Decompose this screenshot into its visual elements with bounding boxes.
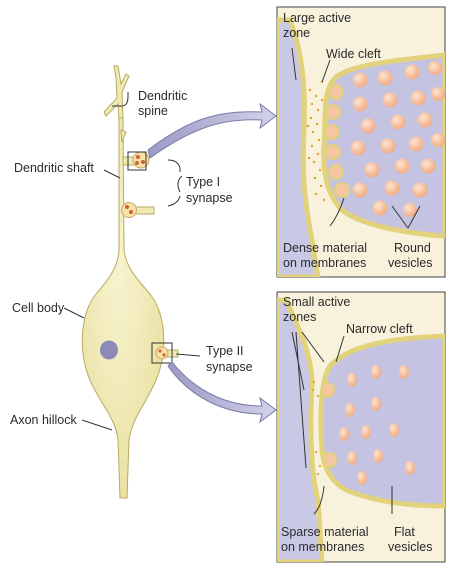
label-large-active-zone: Large active zone (283, 11, 355, 40)
type1-spine-boxed (122, 151, 150, 171)
label-round-vesicles: Round vesicles (388, 241, 434, 270)
label-sparse-material: Sparse material on membranes (281, 525, 372, 554)
presynaptic-terminal-2 (318, 333, 445, 509)
arrow-to-type2-panel (167, 361, 277, 424)
label-wide-cleft: Wide cleft (326, 47, 381, 61)
dendrite-branches (103, 65, 130, 121)
type2-synapse-panel (276, 291, 446, 563)
round-vesicles (350, 61, 445, 217)
panel2-callouts (291, 331, 393, 515)
label-dendritic-shaft: Dendritic shaft (14, 161, 94, 175)
flat-vesicles (339, 365, 415, 485)
type1-spine (121, 202, 155, 218)
neuron (81, 65, 179, 499)
label-narrow-cleft: Narrow cleft (346, 322, 413, 336)
label-dense-material: Dense material on membranes (283, 241, 371, 270)
postsynaptic-membrane-1 (277, 17, 321, 277)
docked-vesicles-1 (324, 84, 350, 198)
neuron-callouts (63, 92, 201, 431)
label-axon-hillock: Axon hillock (10, 413, 77, 427)
label-small-active-zones: Small active zones (283, 295, 354, 324)
neuron-body (81, 117, 165, 499)
label-dendritic-spine: Dendritic spine (138, 89, 191, 118)
label-flat-vesicles: Flat vesicles (388, 525, 432, 554)
dense-material-dots (306, 80, 326, 202)
panel1-callouts (291, 47, 421, 229)
label-type2-synapse: Type II synapse (206, 344, 253, 374)
sparse-material-dots (311, 380, 322, 476)
side-dendrite (120, 129, 127, 143)
type1-synapse-panel (276, 6, 446, 278)
label-cell-body: Cell body (12, 301, 65, 315)
label-type1-synapse: Type I synapse (186, 175, 233, 205)
docked-vesicles-2 (321, 382, 337, 468)
nucleus (100, 340, 118, 360)
type2-synapse-boxed (151, 342, 179, 364)
postsynaptic-membrane-2 (277, 297, 325, 562)
arrow-to-type1-panel (147, 102, 277, 159)
